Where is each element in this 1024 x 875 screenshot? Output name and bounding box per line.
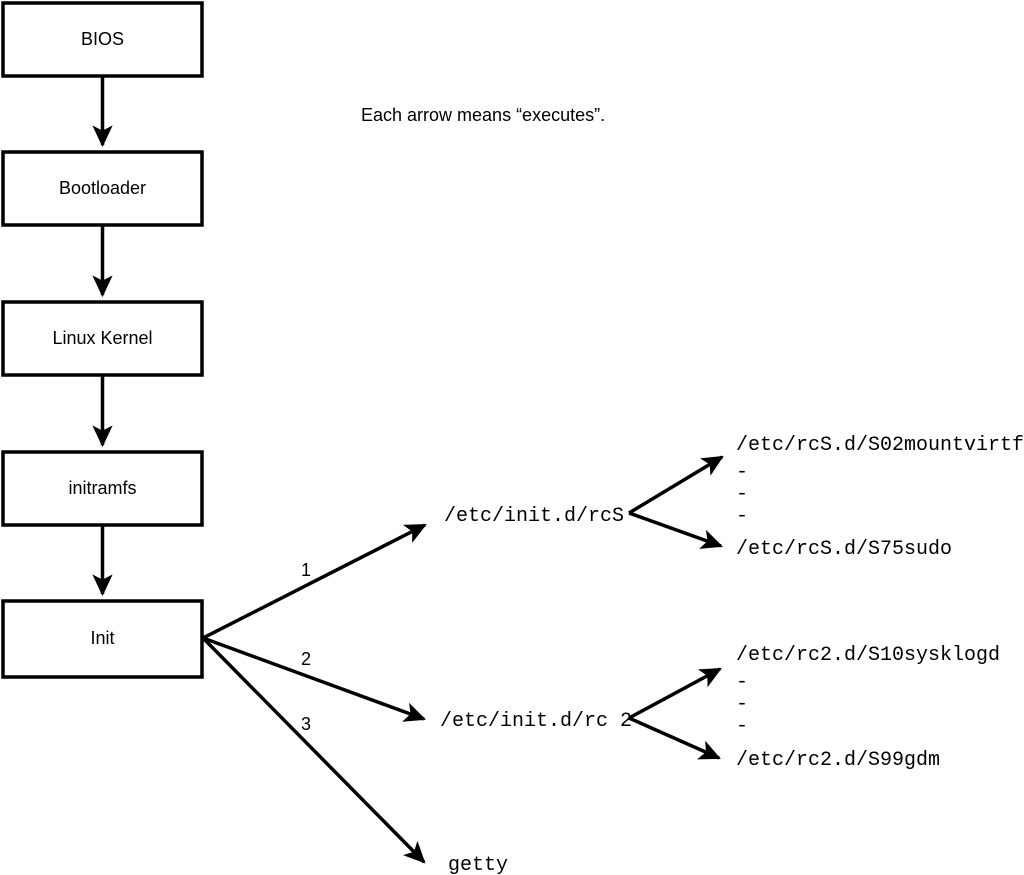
arrow-init-to-getty: [201, 636, 426, 864]
box-bootloader-rect: [1, 150, 204, 227]
arrow-rc2-to-last-script: [628, 716, 721, 760]
box-initramfs-label: initramfs: [68, 478, 136, 498]
label-rc2-first-script: /etc/rc2.d/S10sysklogd: [736, 644, 1000, 667]
box-bios[interactable]: BIOS: [1, 1, 204, 78]
branch-number-3: 3: [301, 714, 311, 734]
box-initramfs[interactable]: initramfs: [1, 450, 204, 527]
label-rcs-last-script: /etc/rcS.d/S75sudo: [736, 538, 952, 561]
rc2-ellipsis-dash-2: -: [736, 693, 748, 716]
rcs-ellipsis-dash-2: -: [736, 483, 748, 506]
label-rcs-first-script: /etc/rcS.d/S02mountvirtfs: [736, 434, 1024, 457]
box-init-label: Init: [90, 628, 114, 648]
branch-number-1: 1: [301, 560, 311, 580]
box-bios-label: BIOS: [81, 29, 124, 49]
box-initramfs-rect: [1, 450, 204, 527]
box-linux-kernel-label: Linux Kernel: [52, 328, 152, 348]
branch-number-2: 2: [301, 649, 311, 669]
box-init-rect: [1, 599, 204, 679]
arrow-rcs-to-last-script: [628, 511, 723, 549]
box-bootloader[interactable]: Bootloader: [1, 150, 204, 227]
legend-note: Each arrow means “executes”.: [361, 105, 605, 125]
label-etc-init-d-rcs: /etc/init.d/rcS: [444, 505, 624, 528]
label-getty: getty: [448, 854, 508, 875]
arrow-rcs-to-first-script: [628, 455, 724, 515]
arrow-init-to-rc2: [202, 636, 426, 722]
box-linux-kernel[interactable]: Linux Kernel: [1, 300, 204, 377]
rc2-ellipsis-dash-3: -: [736, 715, 748, 738]
box-bootloader-label: Bootloader: [59, 178, 146, 198]
rcs-ellipsis-dash-1: -: [736, 461, 748, 484]
label-etc-init-d-rc-2: /etc/init.d/rc 2: [440, 710, 632, 733]
arrow-init-to-rcs: [202, 523, 427, 640]
box-init[interactable]: Init: [1, 599, 204, 679]
box-bios-rect: [1, 1, 204, 78]
arrow-rc2-to-first-script: [628, 667, 722, 720]
rc2-ellipsis-dash-1: -: [736, 671, 748, 694]
label-rc2-last-script: /etc/rc2.d/S99gdm: [736, 749, 940, 772]
rcs-ellipsis-dash-3: -: [736, 505, 748, 528]
